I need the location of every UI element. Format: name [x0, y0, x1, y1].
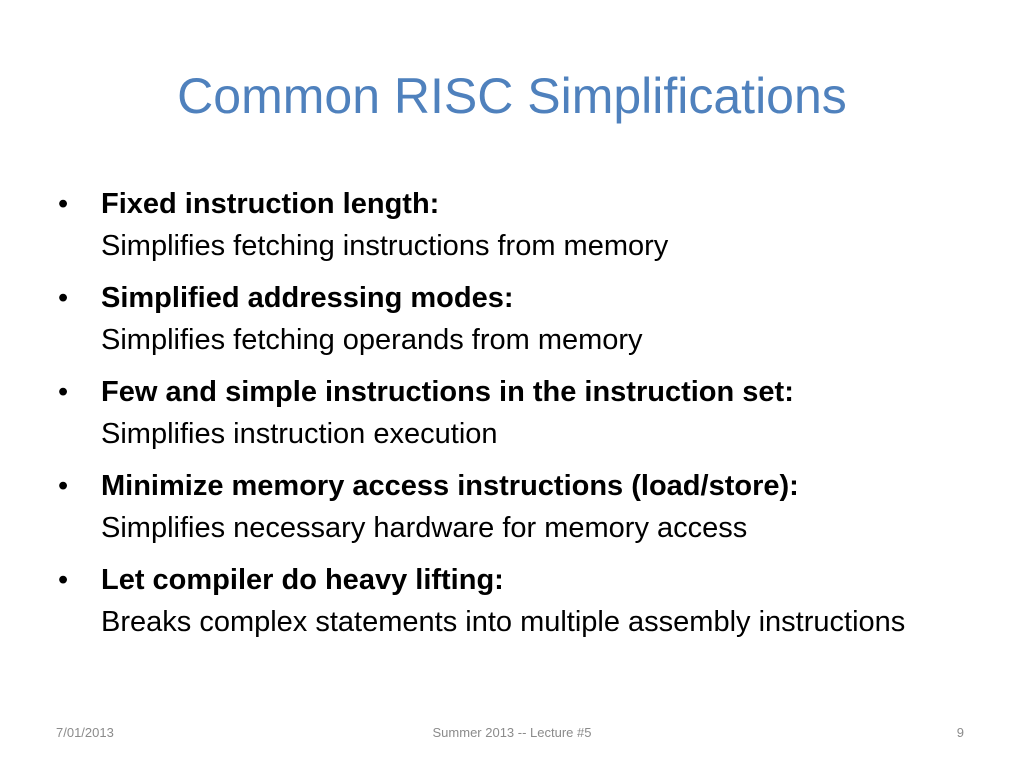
bullet-item-load-store: • Minimize memory access instructions (l…: [56, 465, 976, 549]
bullet-description: Simplifies fetching operands from memory: [101, 324, 643, 356]
bullet-marker: •: [58, 470, 69, 502]
bullet-marker: •: [58, 188, 69, 220]
bullet-heading: Minimize memory access instructions (loa…: [101, 470, 799, 502]
bullet-description: Simplifies instruction execution: [101, 418, 498, 450]
bullet-item-compiler: • Let compiler do heavy lifting: Breaks …: [56, 559, 976, 643]
bullet-marker: •: [58, 282, 69, 314]
bullet-heading: Fixed instruction length:: [101, 188, 440, 220]
bullet-description: Simplifies fetching instructions from me…: [101, 230, 669, 262]
bullet-list: • Fixed instruction length: Simplifies f…: [56, 183, 976, 653]
bullet-marker: •: [58, 376, 69, 408]
bullet-item-fixed-length: • Fixed instruction length: Simplifies f…: [56, 183, 976, 267]
bullet-item-few-instructions: • Few and simple instructions in the ins…: [56, 371, 976, 455]
bullet-description: Breaks complex statements into multiple …: [101, 606, 906, 638]
bullet-heading: Few and simple instructions in the instr…: [101, 376, 794, 408]
slide-title: Common RISC Simplifications: [177, 68, 847, 124]
bullet-marker: •: [58, 564, 69, 596]
footer-date: 7/01/2013: [56, 725, 114, 740]
bullet-item-addressing-modes: • Simplified addressing modes: Simplifie…: [56, 277, 976, 361]
footer-lecture-label: Summer 2013 -- Lecture #5: [432, 725, 592, 740]
bullet-heading: Let compiler do heavy lifting:: [101, 564, 504, 596]
bullet-heading: Simplified addressing modes:: [101, 282, 514, 314]
footer-page-number: 9: [956, 725, 964, 740]
bullet-description: Simplifies necessary hardware for memory…: [101, 512, 748, 544]
